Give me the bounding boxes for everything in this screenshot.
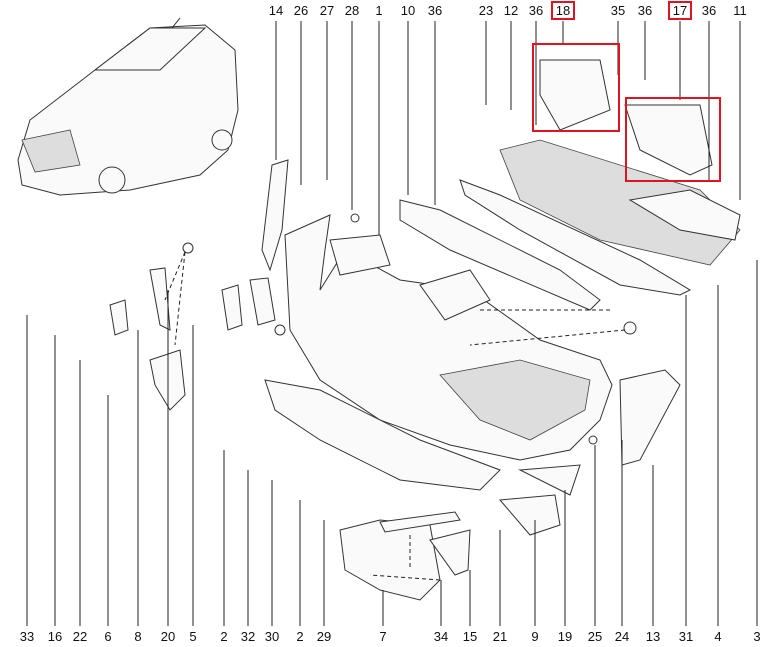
callout-label-2: 2 [220,629,227,644]
callout-highlight-18 [551,1,575,20]
callout-label-28: 28 [345,3,359,18]
callout-label-2: 2 [296,629,303,644]
callout-label-15: 15 [463,629,477,644]
callout-label-32: 32 [241,629,255,644]
callout-label-36: 36 [529,3,543,18]
callout-label-16: 16 [48,629,62,644]
callout-label-7: 7 [379,629,386,644]
callout-label-22: 22 [73,629,87,644]
callout-label-20: 20 [161,629,175,644]
bumper-cover [264,214,613,491]
callout-label-30: 30 [265,629,279,644]
callout-label-33: 33 [20,629,34,644]
callout-label-1: 1 [375,3,382,18]
vehicle-sketch [17,17,239,196]
callout-label-5: 5 [189,629,196,644]
callout-label-36: 36 [428,3,442,18]
leader-lines [26,21,758,626]
callout-label-36: 36 [702,3,716,18]
callout-label-23: 23 [479,3,493,18]
callout-label-8: 8 [134,629,141,644]
callout-label-35: 35 [611,3,625,18]
callout-label-27: 27 [320,3,334,18]
callout-label-10: 10 [401,3,415,18]
callout-label-19: 19 [558,629,572,644]
callout-label-13: 13 [646,629,660,644]
callout-highlight-17 [668,1,692,20]
callout-label-17: 17 [673,3,687,18]
callout-label-6: 6 [104,629,111,644]
callout-label-31: 31 [679,629,693,644]
callout-label-12: 12 [504,3,518,18]
callout-label-9: 9 [531,629,538,644]
callout-label-11: 11 [733,3,747,18]
callout-label-14: 14 [269,3,283,18]
callout-label-25: 25 [588,629,602,644]
callout-label-29: 29 [317,629,331,644]
callout-label-4: 4 [714,629,721,644]
highlight-box-part-17 [625,97,721,182]
grille-and-beams [109,59,741,601]
callout-label-34: 34 [434,629,448,644]
callout-label-3: 3 [753,629,760,644]
callout-label-21: 21 [493,629,507,644]
highlight-box-part-18 [532,43,620,132]
callout-label-18: 18 [556,3,570,18]
callout-label-36: 36 [638,3,652,18]
callout-label-24: 24 [615,629,629,644]
callout-label-26: 26 [294,3,308,18]
